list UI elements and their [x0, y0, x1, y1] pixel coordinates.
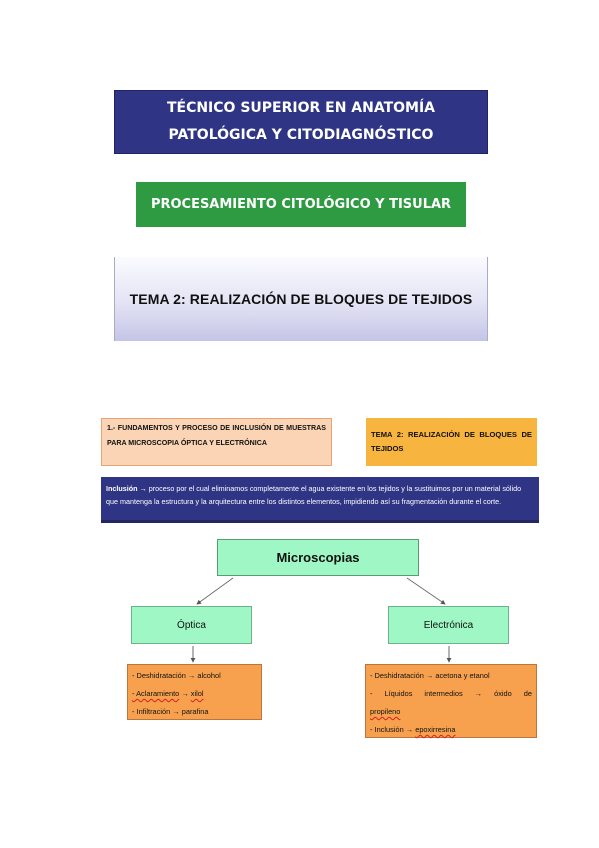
right-arrow-icon: →	[405, 725, 414, 734]
module-title: PROCESAMIENTO CITOLÓGICO Y TISULAR	[150, 197, 452, 212]
tema-badge-text: TEMA 2: REALIZACIÓN DE BLOQUES DE TEJIDO…	[371, 430, 532, 453]
optica-steps-list: - Deshidratación → alcohol - Aclaramient…	[127, 664, 262, 720]
list-item: - Líquidos intermedios → óxido de	[370, 689, 532, 698]
microscopias-label: Microscopias	[276, 550, 360, 565]
fundamentos-text: 1.- FUNDAMENTOS Y PROCESO DE INCLUSIÓN D…	[107, 424, 326, 447]
course-title-line1: TÉCNICO SUPERIOR EN ANATOMÍA	[166, 100, 436, 116]
right-arrow-icon: →	[181, 689, 189, 698]
course-title-line2: PATOLÓGICA Y CITODIAGNÓSTICO	[168, 127, 434, 143]
list-item: - Infiltración → parafina	[132, 707, 209, 716]
fundamentos-box: 1.- FUNDAMENTOS Y PROCESO DE INCLUSIÓN D…	[101, 418, 332, 466]
right-arrow-icon: →	[172, 707, 180, 716]
electronica-steps-list: - Deshidratación → acetona y etanol - Lí…	[365, 664, 537, 738]
list-item: - Deshidratación → acetona y etanol	[370, 671, 490, 680]
right-arrow-icon: →	[425, 671, 434, 680]
right-arrow-icon: →	[474, 689, 483, 698]
microscopias-node: Microscopias	[217, 539, 419, 576]
inclusion-definition-box: Inclusión → proceso por el cual eliminam…	[101, 477, 539, 523]
list-item: - Deshidratación → alcohol	[132, 671, 221, 680]
inclusion-definition: proceso por el cual eliminamos completam…	[106, 484, 522, 506]
list-item: propileno	[370, 707, 401, 716]
electronica-label: Electrónica	[423, 619, 474, 631]
list-item: - Aclaramiento → xilol	[132, 689, 204, 698]
optica-node: Óptica	[131, 606, 252, 644]
inclusion-term: Inclusión	[106, 484, 138, 493]
list-item: - Inclusión → epoxirresina	[370, 725, 456, 734]
optica-label: Óptica	[177, 619, 206, 631]
electronica-node: Electrónica	[388, 606, 509, 644]
course-title-banner: TÉCNICO SUPERIOR EN ANATOMÍA PATOLÓGICA …	[114, 90, 488, 154]
module-title-banner: PROCESAMIENTO CITOLÓGICO Y TISULAR	[136, 182, 466, 227]
connector-root-optica	[196, 577, 234, 605]
right-arrow-icon: →	[139, 484, 147, 493]
right-arrow-icon: →	[187, 671, 196, 680]
connector-root-electronica	[406, 577, 446, 605]
tema-badge: TEMA 2: REALIZACIÓN DE BLOQUES DE TEJIDO…	[366, 418, 537, 466]
topic-title-banner: TEMA 2: REALIZACIÓN DE BLOQUES DE TEJIDO…	[114, 257, 488, 341]
topic-title: TEMA 2: REALIZACIÓN DE BLOQUES DE TEJIDO…	[129, 291, 473, 307]
